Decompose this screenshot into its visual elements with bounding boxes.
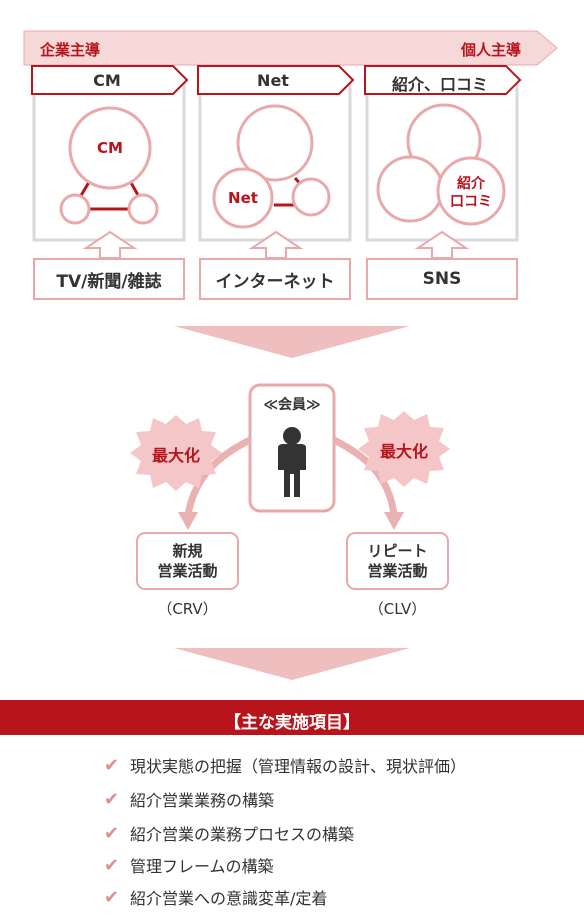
check-item: ✔ 現状実態の把握（管理情報の設計、現状評価） [104, 753, 466, 777]
activity-new-label: 新規 営業活動 [157, 542, 218, 580]
check-icon: ✔ [104, 788, 120, 810]
check-item-text: 現状実態の把握（管理情報の設計、現状評価） [130, 757, 467, 776]
circle-label-net: Net [228, 189, 258, 207]
check-item: ✔ 紹介営業への意識変革/定着 [104, 885, 327, 909]
metric-clv: （CLV） [368, 600, 427, 618]
activity-box-repeat [346, 532, 449, 590]
header-tag-referral [364, 65, 522, 95]
main-items-band [0, 700, 584, 735]
check-item: ✔ 紹介営業業務の構築 [104, 787, 274, 811]
header-tag-net [197, 65, 355, 95]
starburst-left [130, 415, 222, 491]
net-small-circle [291, 177, 331, 217]
label-individual-led: 個人主導 [461, 41, 522, 59]
direction-arrow [23, 30, 558, 66]
referral-main-circle [436, 156, 506, 226]
maximize-left: 最大化 [151, 446, 200, 465]
net-top-circle [236, 104, 314, 182]
header-tag-cm [31, 65, 189, 95]
check-item-text: 紹介営業の業務プロセスの構築 [130, 825, 355, 844]
check-item: ✔ 管理フレームの構築 [104, 853, 274, 877]
header-cm: CM [93, 71, 121, 90]
check-item: ✔ 紹介営業の業務プロセスの構築 [104, 821, 354, 845]
down-chevron-2 [174, 648, 410, 680]
metric-crv: （CRV） [157, 600, 218, 618]
source-box-internet: インターネット [199, 258, 351, 300]
circle-label-cm: CM [97, 139, 123, 157]
check-icon: ✔ [104, 854, 120, 876]
activity-box-new [136, 532, 239, 590]
header-net: Net [257, 71, 289, 90]
check-item-text: 紹介営業への意識変革/定着 [130, 889, 328, 908]
referral-left-circle [376, 155, 444, 223]
cm-main-circle [68, 106, 152, 190]
member-label: ≪会員≫ [263, 397, 321, 413]
net-main-circle [212, 167, 274, 229]
check-icon: ✔ [104, 822, 120, 844]
check-icon: ✔ [104, 754, 120, 776]
check-item-text: 管理フレームの構築 [130, 857, 274, 876]
main-items-title: 【主な実施項目】 [224, 713, 360, 733]
label-company-led: 企業主導 [40, 41, 101, 59]
person-icon [278, 427, 306, 497]
maximize-right: 最大化 [379, 442, 428, 461]
source-box-sns: SNS [366, 258, 518, 300]
cm-small-circle-left [59, 193, 91, 225]
starburst-right [358, 411, 450, 487]
header-referral: 紹介、口コミ [391, 75, 488, 94]
circle-label-referral: 紹介 口コミ [450, 176, 492, 210]
cm-small-circle-right [127, 193, 159, 225]
check-item-text: 紹介営業業務の構築 [130, 791, 275, 810]
down-chevron-1 [174, 326, 410, 358]
activity-repeat-label: リピート 営業活動 [367, 542, 428, 580]
source-box-tv: TV/新聞/雑誌 [33, 258, 185, 300]
check-icon: ✔ [104, 886, 120, 908]
